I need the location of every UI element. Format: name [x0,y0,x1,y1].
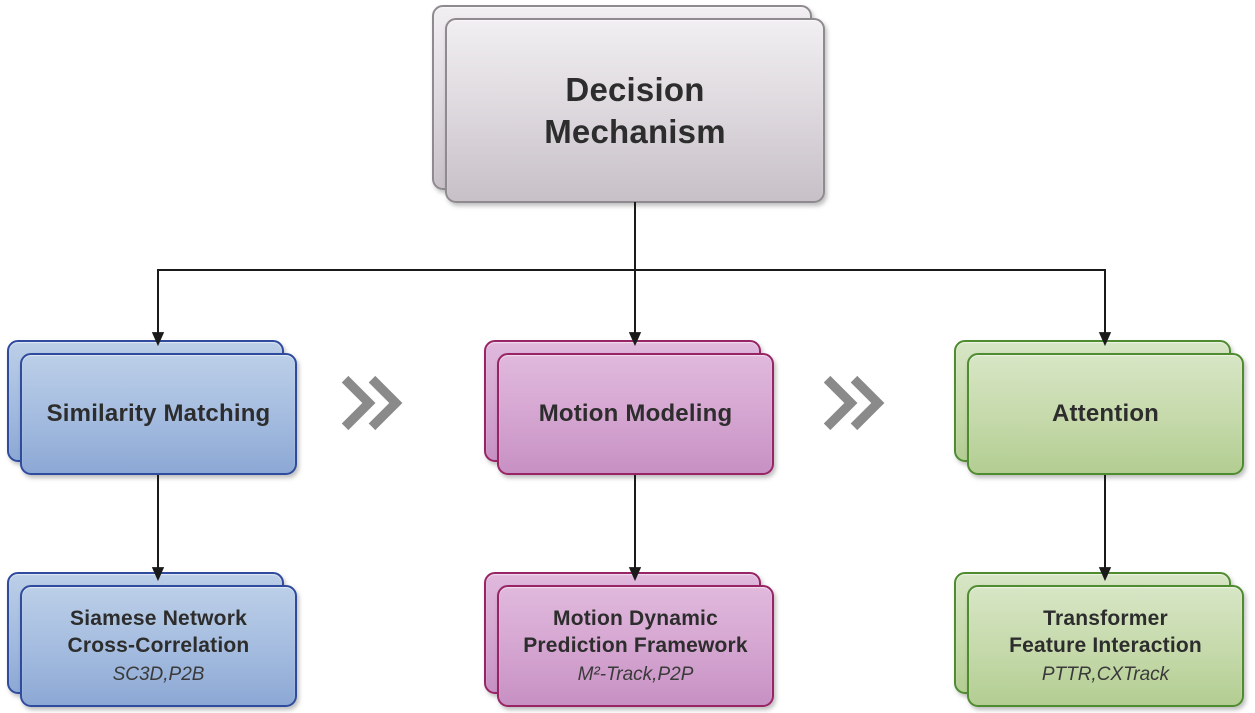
method-names: SC3D,P2B [112,664,205,686]
branch-node-similarity-matching: Similarity Matching [7,340,297,475]
detail-title: Siamese Network Cross-Correlation [67,606,250,657]
method-names: M²-Track,P2P [577,664,694,686]
double-chevron-icon [823,375,885,431]
root-title: Decision Mechanism [544,70,726,150]
method-names: PTTR,CXTrack [1041,664,1170,686]
detail-card: Transformer Feature Interaction PTTR,CXT… [967,585,1244,707]
root-card: Decision Mechanism [445,18,825,203]
detail-node-transformer-feature-interaction: Transformer Feature Interaction PTTR,CXT… [954,572,1244,707]
branch-node-motion-modeling: Motion Modeling [484,340,774,475]
detail-title: Motion Dynamic Prediction Framework [523,606,748,657]
root-node: Decision Mechanism [432,5,825,203]
branch-node-attention: Attention [954,340,1244,475]
detail-card: Siamese Network Cross-Correlation SC3D,P… [20,585,297,707]
detail-card: Motion Dynamic Prediction Framework M²-T… [497,585,774,707]
branch-label: Attention [1051,400,1160,427]
branch-label: Motion Modeling [538,400,733,427]
branch-card: Motion Modeling [497,353,774,475]
double-chevron-icon [341,375,403,431]
detail-node-siamese-cross-correlation: Siamese Network Cross-Correlation SC3D,P… [7,572,297,707]
branch-card: Similarity Matching [20,353,297,475]
branch-card: Attention [967,353,1244,475]
detail-title: Transformer Feature Interaction [1009,606,1202,657]
detail-node-motion-dynamic-prediction: Motion Dynamic Prediction Framework M²-T… [484,572,774,707]
branch-label: Similarity Matching [46,400,271,427]
